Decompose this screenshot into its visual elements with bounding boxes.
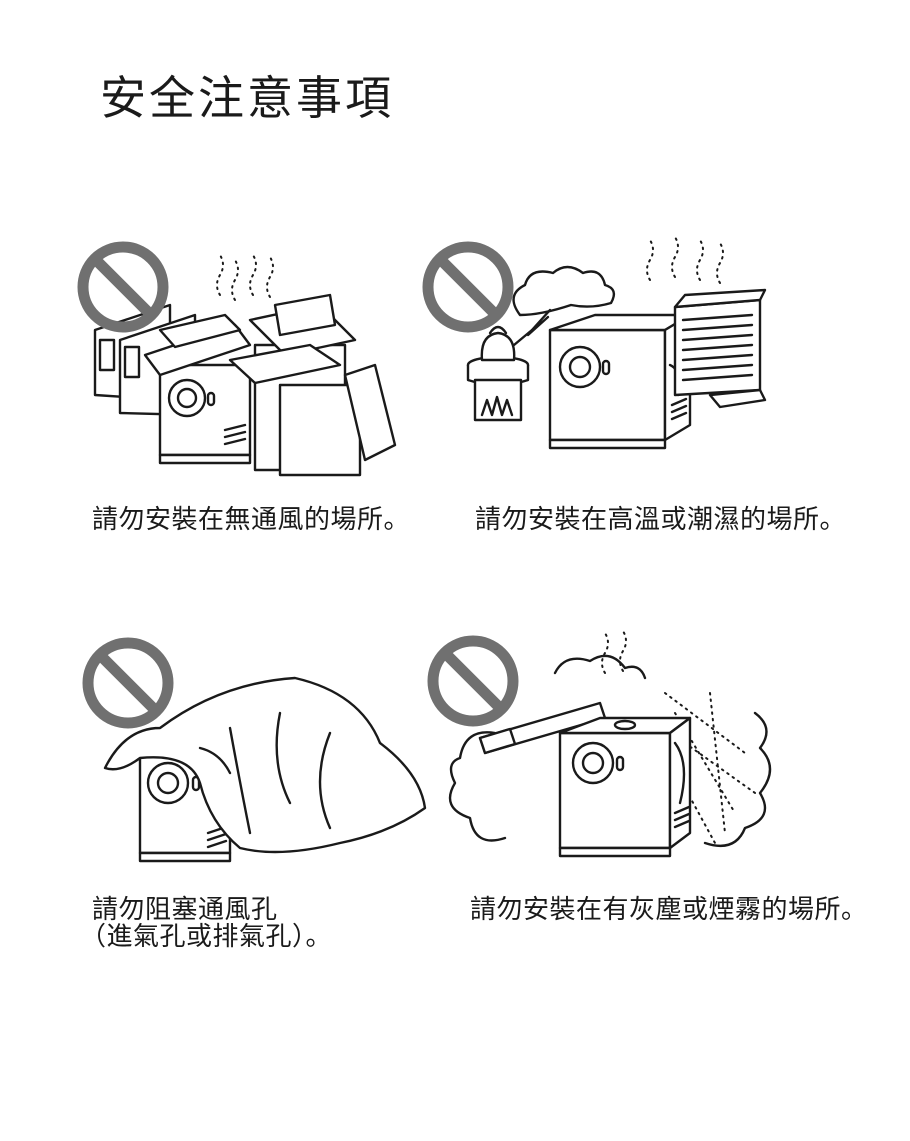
prohibition-icon (77, 241, 169, 333)
prohibition-icon (422, 241, 514, 333)
caption-dust-smoke: 請勿安裝在有灰塵或煙霧的場所。 (470, 895, 868, 925)
illustration-blocked-vents (80, 633, 430, 873)
illustration-dust-smoke (425, 630, 780, 873)
illustration-no-ventilation (75, 235, 415, 480)
page-title: 安全注意事項 (100, 71, 394, 125)
caption-blocked-vents-line1: 請勿阻塞通風孔 (92, 895, 278, 925)
caption-heat-humidity: 請勿安裝在高溫或潮濕的場所。 (475, 505, 847, 535)
illustration-heat-humidity (420, 235, 780, 480)
caption-blocked-vents-line2: （進氣孔或排氣孔）。 (80, 922, 333, 952)
prohibition-icon (82, 637, 174, 729)
prohibition-icon (427, 635, 519, 727)
caption-no-ventilation: 請勿安裝在無通風的場所。 (92, 505, 411, 535)
